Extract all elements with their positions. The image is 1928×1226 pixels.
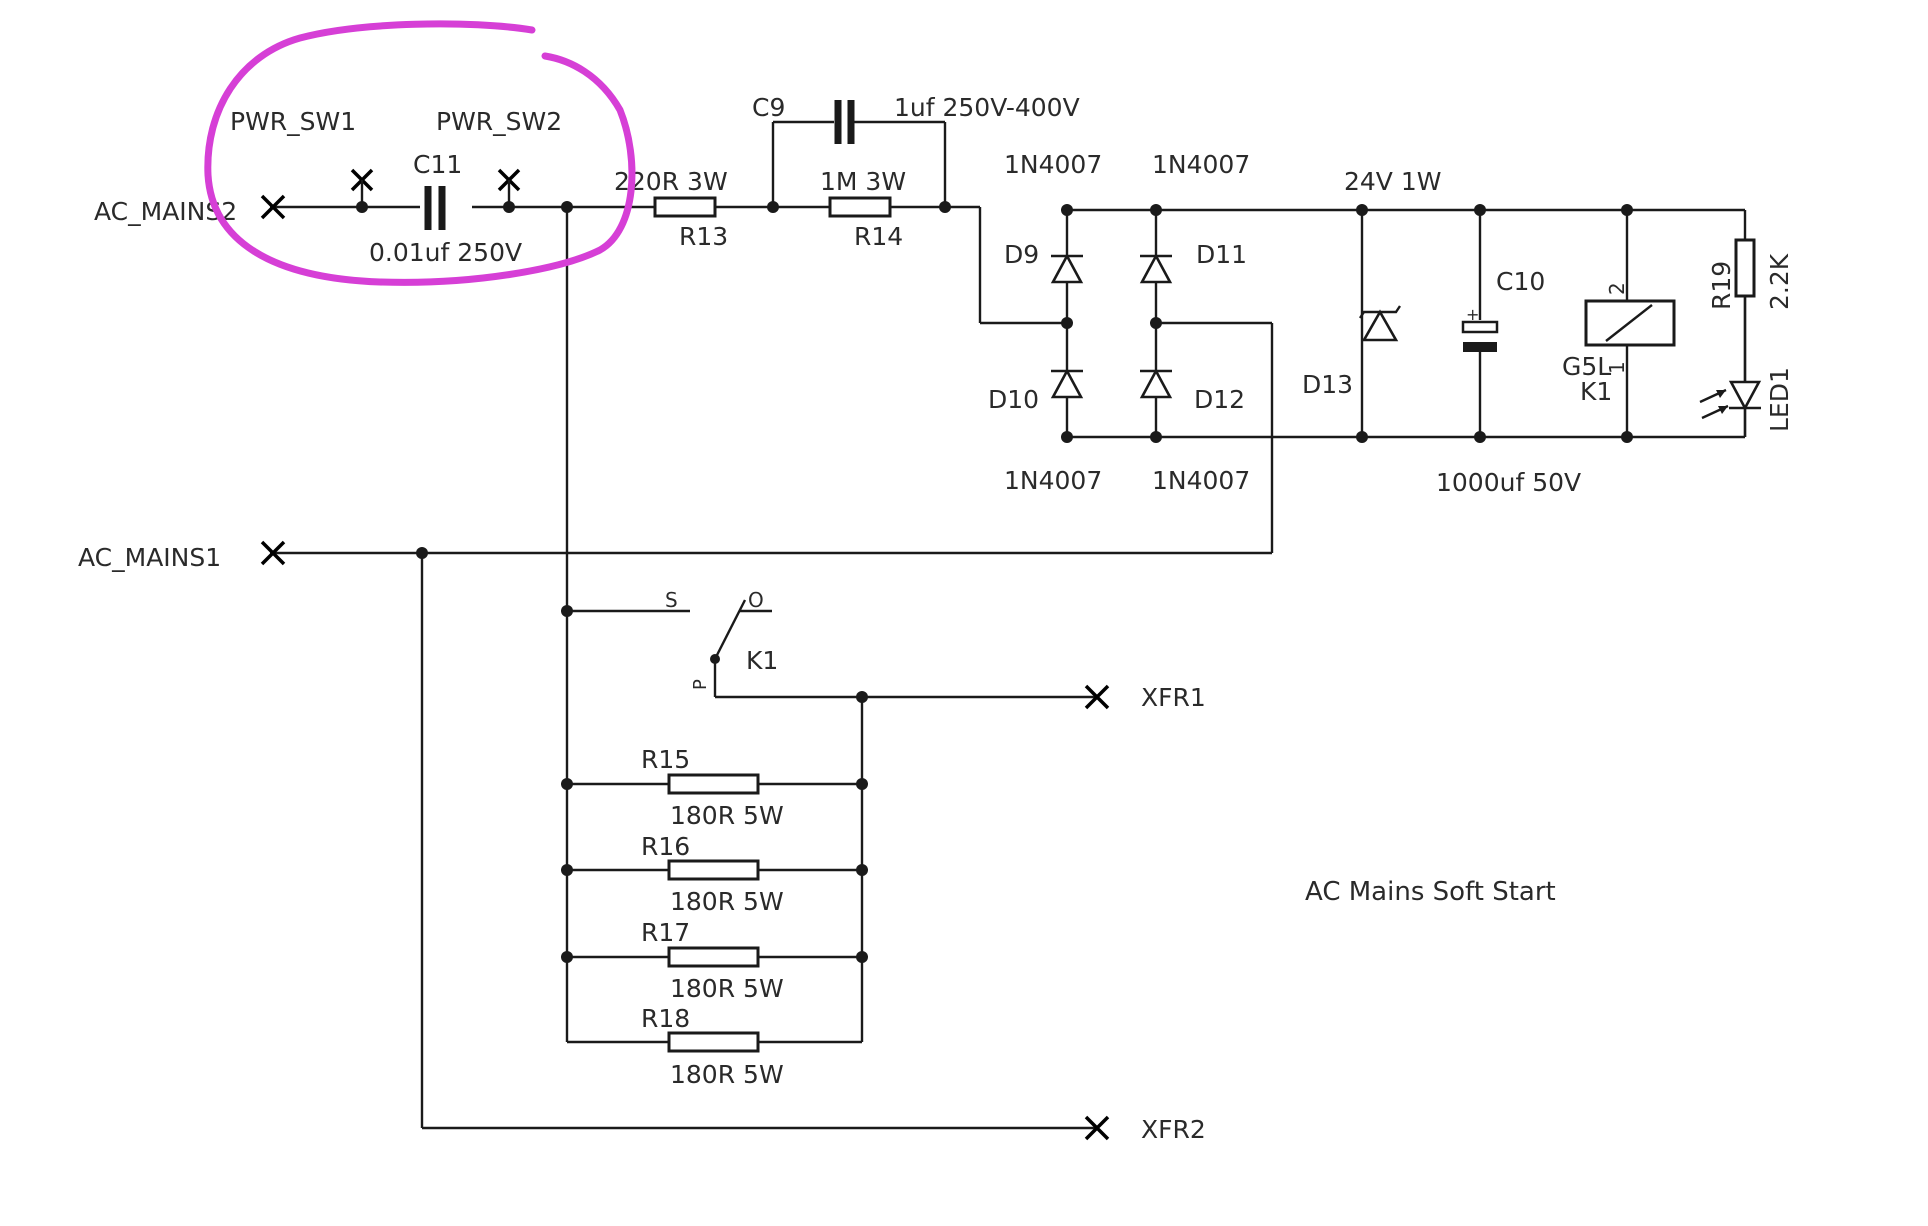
r19-value-label: 2.2K <box>1765 253 1794 310</box>
pwr-sw2-label: PWR_SW2 <box>436 107 562 136</box>
switch-o-label: O <box>748 588 764 612</box>
d10-label: D10 <box>988 385 1039 414</box>
r17-value-label: 180R 5W <box>670 974 784 1003</box>
r16-label: R16 <box>641 832 690 861</box>
switch-p-label: P <box>690 679 711 690</box>
switch-s-label: S <box>665 588 678 612</box>
diode-d9 <box>1050 253 1084 284</box>
switch-pin-x-icon <box>497 168 521 207</box>
d11-label: D11 <box>1196 240 1247 269</box>
terminal-x-icon <box>260 540 286 566</box>
switch-pin-x-icon <box>350 168 374 207</box>
d9-label: D9 <box>1004 240 1039 269</box>
r15-label: R15 <box>641 745 690 774</box>
r18-value-label: 180R 5W <box>670 1060 784 1089</box>
r14-label: R14 <box>854 222 903 251</box>
svg-text:+: + <box>1466 305 1479 324</box>
relay-coil-k1 <box>1584 299 1676 347</box>
d10-part-label: 1N4007 <box>1004 466 1102 495</box>
resistor-r15 <box>667 773 760 795</box>
resistor-r16 <box>667 859 760 881</box>
d12-part-label: 1N4007 <box>1152 466 1250 495</box>
highlight-circle <box>204 20 636 286</box>
r19-label: R19 <box>1707 261 1736 310</box>
relay-pin1-label: 1 <box>1605 361 1629 374</box>
diode-d11 <box>1139 253 1173 284</box>
zener-diode-d13 <box>1359 305 1401 342</box>
c10-label: C10 <box>1496 267 1545 296</box>
ac-mains1-label: AC_MAINS1 <box>78 543 221 572</box>
resistor-r17 <box>667 946 760 968</box>
r16-value-label: 180R 5W <box>670 887 784 916</box>
resistor-r13 <box>653 196 717 218</box>
relay-type-label: G5L <box>1562 352 1611 381</box>
junction-dots <box>356 201 1633 963</box>
c10-value-label: 1000uf 50V <box>1436 468 1581 497</box>
diagram-title: AC Mains Soft Start <box>1305 877 1556 907</box>
relay-pin2-label: 2 <box>1605 282 1629 295</box>
c9-value-label: 1uf 250V-400V <box>894 93 1080 122</box>
electrolytic-capacitor-c10: + <box>1461 305 1499 352</box>
r14-value-label: 1M 3W <box>820 167 906 196</box>
resistor-r19 <box>1734 238 1756 298</box>
c11-label: C11 <box>413 150 462 179</box>
r13-label: R13 <box>679 222 728 251</box>
c11-value-label: 0.01uf 250V <box>369 238 522 267</box>
capacitor-c9 <box>834 100 855 144</box>
led1-label: LED1 <box>1765 367 1794 432</box>
component-labels: PWR_SW1 PWR_SW2 AC_MAINS2 AC_MAINS1 C11 … <box>78 93 1794 1144</box>
terminal-x-icon <box>1084 684 1110 710</box>
terminal-x-icon <box>260 194 286 220</box>
resistor-r14 <box>828 196 892 218</box>
capacitor-c11 <box>420 185 472 230</box>
diode-d12 <box>1139 368 1173 399</box>
d11-part-label: 1N4007 <box>1152 150 1250 179</box>
d9-part-label: 1N4007 <box>1004 150 1102 179</box>
r18-label: R18 <box>641 1004 690 1033</box>
r17-label: R17 <box>641 918 690 947</box>
xfr2-label: XFR2 <box>1141 1115 1206 1144</box>
terminal-x-icon <box>1084 1115 1110 1141</box>
diode-d10 <box>1050 368 1084 399</box>
led-led1 <box>1699 296 1762 437</box>
d12-label: D12 <box>1194 385 1245 414</box>
switch-k1-label: K1 <box>746 646 778 675</box>
pwr-sw1-label: PWR_SW1 <box>230 107 356 136</box>
c9-label: C9 <box>752 93 785 122</box>
zener-value-label: 24V 1W <box>1344 167 1442 196</box>
xfr1-label: XFR1 <box>1141 683 1206 712</box>
resistor-r18 <box>667 1031 760 1053</box>
d13-label: D13 <box>1302 370 1353 399</box>
relay-ref-label: K1 <box>1580 377 1612 406</box>
r15-value-label: 180R 5W <box>670 801 784 830</box>
